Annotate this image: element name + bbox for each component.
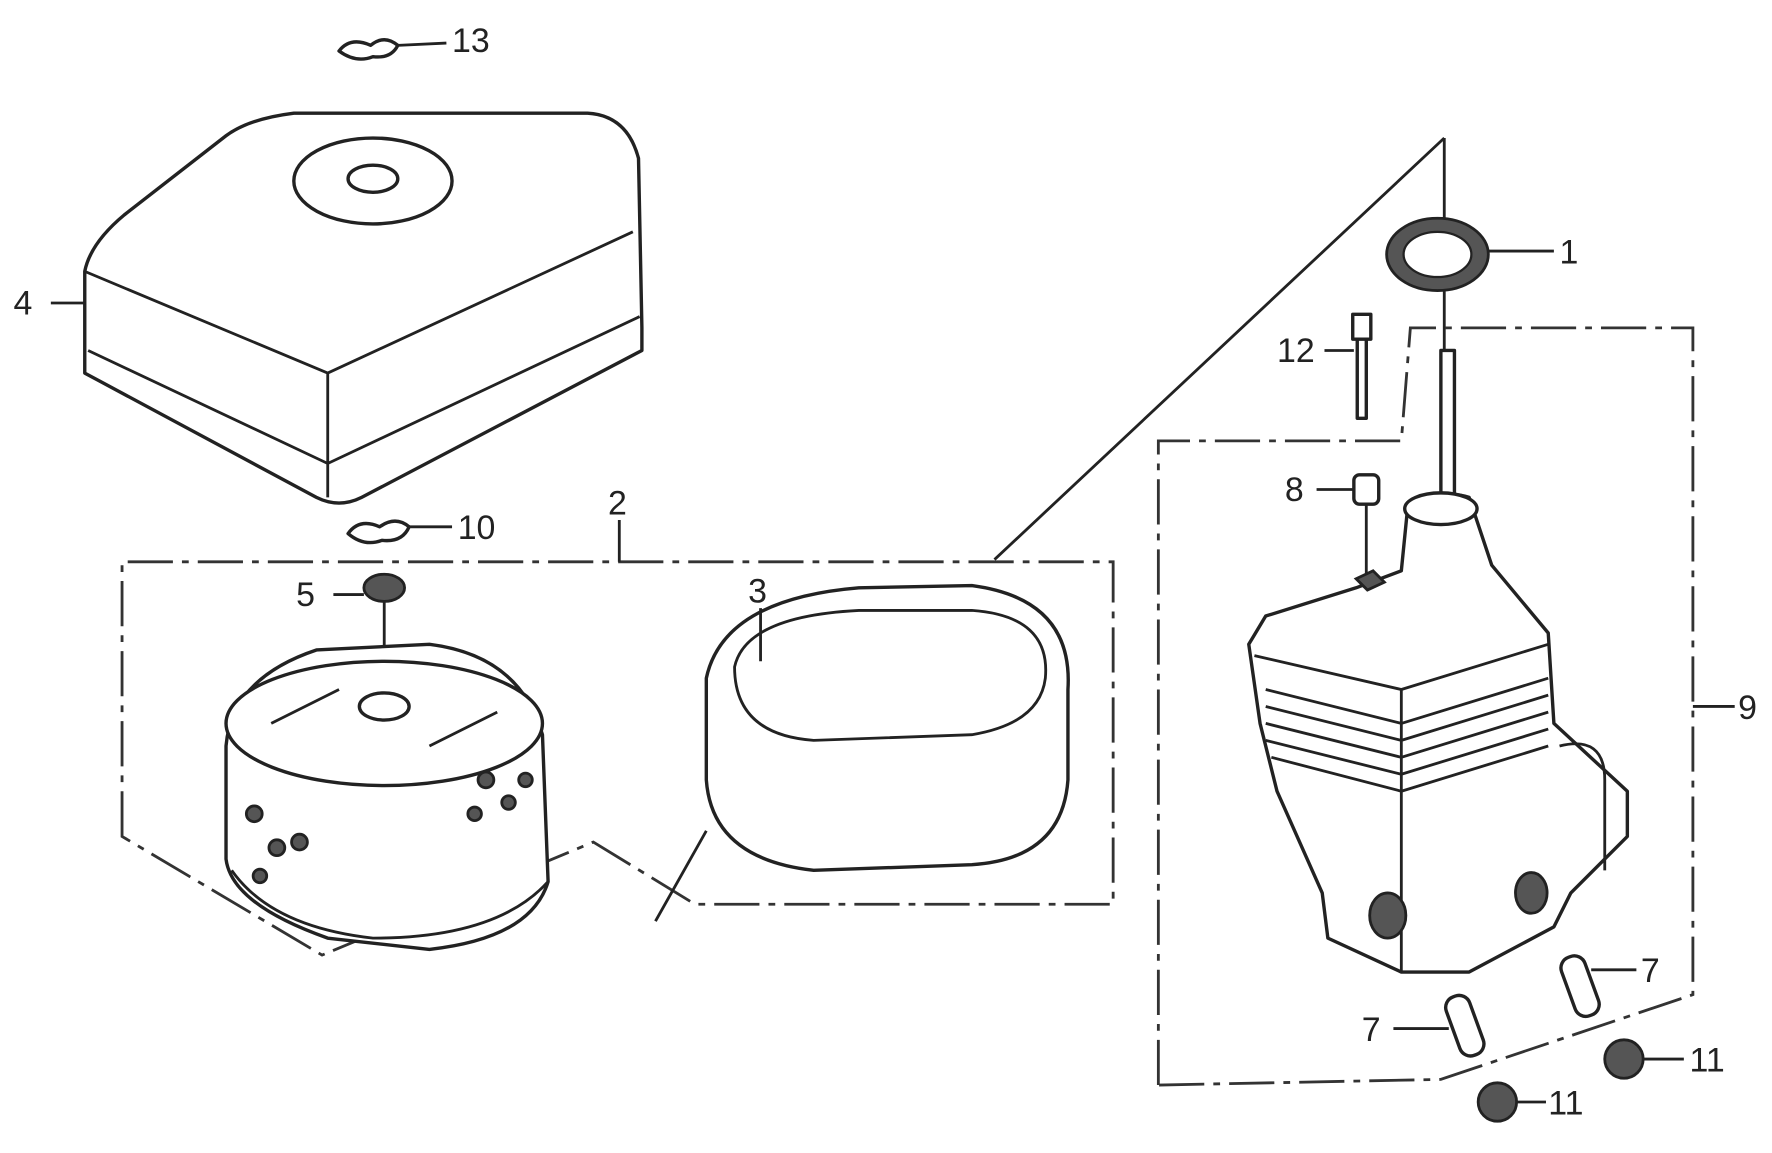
callout-12: 12 bbox=[1277, 332, 1315, 370]
callout-11-left: 11 bbox=[1548, 1084, 1583, 1122]
callout-8: 8 bbox=[1285, 471, 1304, 509]
callout-5: 5 bbox=[296, 576, 315, 614]
wing-nut-13: 13 bbox=[337, 22, 490, 61]
stud-7-left: 7 bbox=[1362, 993, 1486, 1058]
air-cleaner-cover bbox=[83, 111, 644, 505]
nut-11-left: 11 bbox=[1476, 1081, 1583, 1123]
callout-2: 2 bbox=[608, 484, 627, 522]
gasket-1: 1 bbox=[1385, 216, 1579, 292]
stud-7-right: 7 bbox=[1559, 952, 1660, 1019]
wing-nut-10: 10 bbox=[346, 509, 496, 547]
collar-8: 8 bbox=[1285, 471, 1381, 577]
nut-5: 5 bbox=[296, 572, 406, 701]
foam-element-3: 3 bbox=[704, 572, 1070, 873]
bolt-12: 12 bbox=[1277, 312, 1373, 420]
callout-7-right: 7 bbox=[1641, 952, 1660, 990]
callout-1: 1 bbox=[1560, 233, 1579, 271]
callout-11-right: 11 bbox=[1690, 1041, 1725, 1079]
callout-9: 9 bbox=[1738, 689, 1757, 727]
nut-11-right: 11 bbox=[1603, 1038, 1725, 1080]
air-cleaner-case bbox=[1247, 491, 1630, 974]
callout-4: 4 bbox=[14, 284, 33, 322]
callout-7-left: 7 bbox=[1362, 1011, 1381, 1049]
callout-3: 3 bbox=[748, 572, 767, 610]
callout-10: 10 bbox=[458, 509, 496, 547]
filter-element bbox=[224, 642, 550, 952]
callout-13: 13 bbox=[452, 22, 490, 60]
